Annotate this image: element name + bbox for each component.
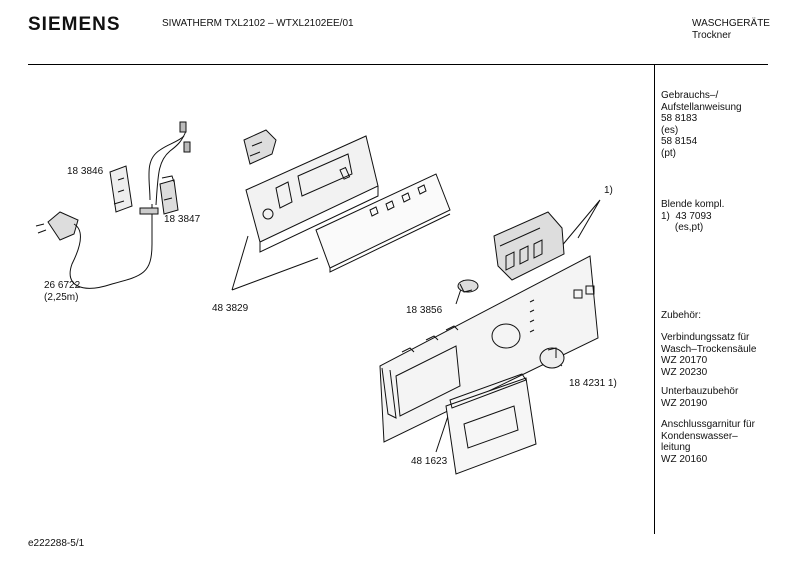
part-label-483829: 48 3829 xyxy=(212,303,249,314)
manual-line: Gebrauchs–/ xyxy=(661,90,719,101)
header-divider xyxy=(28,64,768,65)
kit-line: WZ 20230 xyxy=(661,366,708,378)
manual-line: 58 8183 xyxy=(661,113,698,125)
panel-line: (es,pt) xyxy=(661,222,704,234)
category-line2: Trockner xyxy=(692,30,732,41)
kit-block: Verbindungssatz für Wasch–Trockensäule W… xyxy=(661,332,756,378)
condensate-block: Anschlussgarnitur für Kondenswasser– lei… xyxy=(661,419,755,465)
top-clip-drawing xyxy=(243,129,277,165)
kit-line: WZ 20170 xyxy=(661,355,708,367)
manual-line: 58 8154 xyxy=(661,136,698,148)
leader-note1 xyxy=(559,199,601,249)
underbuild-block: Unterbauzubehör WZ 20190 xyxy=(661,386,738,409)
manual-line: (pt) xyxy=(661,147,676,159)
document-code: e222288-5/1 xyxy=(28,538,85,549)
condensate-line: Kondenswasser– xyxy=(661,430,738,442)
part-label-266722: 26 6722 xyxy=(44,280,81,291)
panel-line: 1) 43 7093 xyxy=(661,210,712,222)
model-title: SIWATHERM TXL2102 – WTXL2102EE/01 xyxy=(162,18,354,29)
front-cover-drawing xyxy=(315,173,451,273)
panel-line: Blende kompl. xyxy=(661,199,725,210)
manual-line: (es) xyxy=(661,124,679,136)
condensate-line: leitung xyxy=(661,442,691,454)
sidebar-divider xyxy=(654,64,655,534)
brand-logo: SIEMENS xyxy=(28,14,121,35)
fascia-drawing xyxy=(379,255,599,443)
bracket-drawing xyxy=(109,165,133,213)
electronic-module-drawing xyxy=(493,211,565,281)
part-label-266722-length: (2,25m) xyxy=(44,292,79,303)
part-label-481623: 48 1623 xyxy=(411,456,448,467)
power-cord-drawing xyxy=(35,121,191,289)
underbuild-line: Unterbauzubehör xyxy=(661,386,739,397)
note-marker-1: 1) xyxy=(604,185,613,196)
part-label-183847: 18 3847 xyxy=(164,214,201,225)
dial-knob-drawing xyxy=(539,347,565,369)
connector-drawing xyxy=(159,175,179,215)
condensate-line: WZ 20160 xyxy=(661,453,708,465)
detergent-drawer-drawing xyxy=(445,373,537,475)
panel-block: Blende kompl. 1) 43 7093 (es,pt) xyxy=(661,199,724,234)
knob-drawing xyxy=(457,279,479,293)
accessories-title: Zubehör: xyxy=(661,310,702,321)
leader-483829 xyxy=(231,235,319,291)
kit-line: Wasch–Trockensäule xyxy=(661,343,757,355)
condensate-line: Anschlussgarnitur für xyxy=(661,419,755,430)
control-panel-frame-drawing xyxy=(245,135,379,253)
manual-line: Aufstellanweisung xyxy=(661,101,742,113)
part-label-184231: 18 4231 1) xyxy=(569,378,617,389)
part-label-183846: 18 3846 xyxy=(67,166,104,177)
part-label-183856: 18 3856 xyxy=(406,305,443,316)
kit-line: Verbindungssatz für xyxy=(661,332,750,343)
category: WASCHGERÄTE Trockner xyxy=(692,18,770,42)
category-line1: WASCHGERÄTE xyxy=(692,18,770,29)
manual-block: Gebrauchs–/ Aufstellanweisung 58 8183 (e… xyxy=(661,90,742,160)
underbuild-line: WZ 20190 xyxy=(661,397,708,409)
